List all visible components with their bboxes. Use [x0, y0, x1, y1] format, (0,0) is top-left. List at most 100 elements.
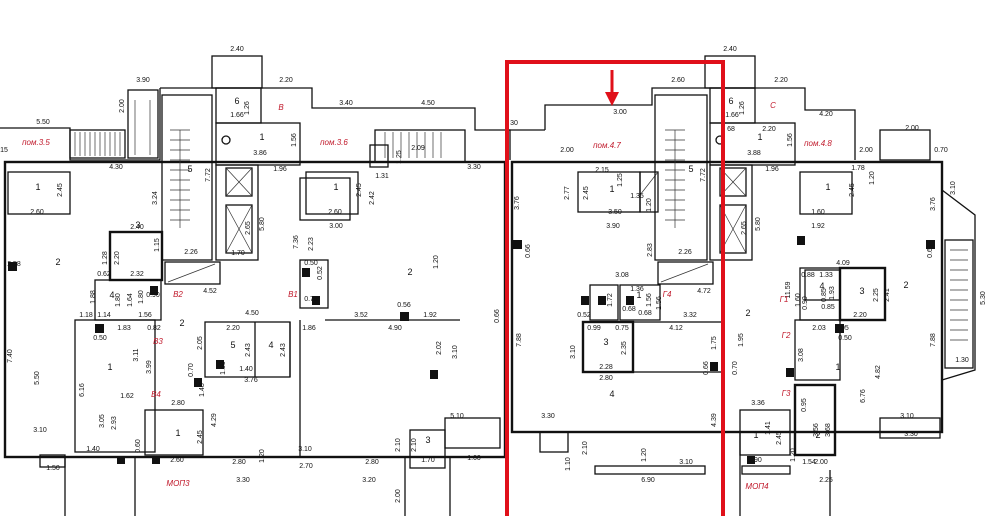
dimension-label: 6.90 [641, 477, 655, 484]
dimension-label: 1.62 [120, 393, 134, 400]
dimension-label: 0.70 [188, 363, 195, 377]
room-number: 5 [688, 164, 693, 174]
dimension-label: 2.90 [748, 457, 762, 464]
dimension-label: 4.90 [388, 325, 402, 332]
dimension-label: 1.66 [230, 112, 244, 119]
dimension-label: 3.86 [253, 150, 267, 157]
room-number: 2 [179, 318, 184, 328]
dimension-label: 0.82 [147, 325, 161, 332]
room-number: 1 [35, 182, 40, 192]
room-number: 4 [609, 389, 614, 399]
room-number: 1 [757, 132, 762, 142]
dimension-label: 0.75 [615, 325, 629, 332]
dimension-label: 0.68 [638, 310, 652, 317]
room-label: B [278, 103, 284, 112]
dimension-label: 3.68 [825, 423, 832, 437]
dimension-label: 2.00 [905, 125, 919, 132]
dimension-label: 7.72 [205, 168, 212, 182]
dimension-label: 4.52 [203, 288, 217, 295]
dimension-label: 0.50 [93, 335, 107, 342]
dimension-label: 0.50 [838, 335, 852, 342]
dimension-label: 1.48 [199, 383, 206, 397]
dimension-label: 7.40 [7, 349, 14, 363]
room-label: Г4 [663, 290, 672, 299]
dimension-label: 1.56 [787, 133, 794, 147]
dimension-label: 2.20 [853, 312, 867, 319]
dimension-label: 1.10 [565, 457, 572, 471]
dimension-label: 2.25 [819, 477, 833, 484]
dimension-label: 3.11 [133, 348, 140, 361]
dimension-label: 2.26 [678, 249, 692, 256]
dimension-label: 1.20 [259, 449, 266, 463]
dimension-label: 5.50 [36, 119, 50, 126]
dimension-label: 2.00 [395, 489, 402, 503]
dimension-label: 0.66 [703, 361, 710, 375]
dimension-label: 1.78 [851, 165, 865, 172]
room-number: 4 [819, 281, 824, 291]
dimension-label: 1.66 [725, 112, 739, 119]
room-number: 1 [636, 290, 641, 300]
dimension-label: 5.50 [34, 371, 41, 385]
dimension-label: 1.25 [617, 173, 624, 187]
dimension-label: 1.31 [375, 173, 389, 180]
room-label: C [770, 101, 776, 110]
dimension-label: 2.20 [774, 77, 788, 84]
room-number: 3 [859, 286, 864, 296]
room-label: Г2 [782, 331, 791, 340]
room-number: 3 [135, 220, 140, 230]
dimension-label: 4.39 [711, 413, 718, 427]
dimension-label: 15 [0, 147, 8, 154]
dimension-label: 1.33 [819, 272, 833, 279]
room-number: 1 [333, 182, 338, 192]
dimension-label: 1.26 [244, 101, 251, 115]
dimension-label: 1.54 [802, 459, 816, 466]
dimension-label: 2.00 [560, 147, 574, 154]
dimension-label: 2.00 [814, 459, 828, 466]
dimension-label: 0.99 [587, 325, 601, 332]
dimension-label: 2.80 [171, 400, 185, 407]
dimension-label: 3.10 [900, 413, 914, 420]
walls [0, 55, 976, 516]
dimension-label: 0.95 [835, 325, 849, 332]
dimension-label: 3.30 [236, 477, 250, 484]
dimension-label: 3.76 [514, 196, 521, 210]
dimension-label: 2.25 [873, 288, 880, 302]
dimension-label: 1.93 [829, 286, 836, 300]
dimension-label: 2.20 [226, 325, 240, 332]
dimension-label: 2.60 [170, 457, 184, 464]
dimension-label: 2.20 [114, 251, 121, 265]
dimension-label: 30 [510, 120, 518, 127]
dimension-label: 2.60 [671, 77, 685, 84]
dimension-label: 4.50 [421, 100, 435, 107]
arrow-icon [605, 70, 619, 106]
room-number: 1 [259, 132, 264, 142]
dimension-label: 0.90 [802, 296, 809, 310]
dimension-label: 2.00 [119, 99, 126, 113]
dimension-label: 1.64 [127, 293, 134, 307]
dimension-label: 7.72 [700, 168, 707, 182]
dimension-label: 1.14 [97, 312, 111, 319]
dimension-label: 1.56 [291, 133, 298, 147]
dimension-label: 2.80 [599, 375, 613, 382]
dimension-label: 2.43 [245, 343, 252, 357]
dimension-label: 2.43 [280, 343, 287, 357]
room-number: 1 [825, 182, 830, 192]
room-label: пом.3.6 [320, 138, 348, 147]
dimension-label: 2.45 [583, 186, 590, 200]
dimension-label: 4.30 [109, 164, 123, 171]
dimension-label: 1.86 [302, 325, 316, 332]
dimension-label: 1.20 [869, 171, 876, 185]
dimension-label: 1.35 [630, 193, 644, 200]
dimension-label: 1.40 [239, 366, 253, 373]
dimension-label: 0.70 [934, 147, 948, 154]
dimension-label: 1.96 [765, 166, 779, 173]
dimension-label: 3.56 [813, 423, 820, 437]
dimension-label: 2.09 [411, 145, 425, 152]
dimension-label: 0.68 [622, 306, 636, 313]
dimension-label: 3.10 [452, 345, 459, 359]
dimension-label: 6.16 [79, 383, 86, 397]
room-label: пом.3.5 [22, 138, 50, 147]
